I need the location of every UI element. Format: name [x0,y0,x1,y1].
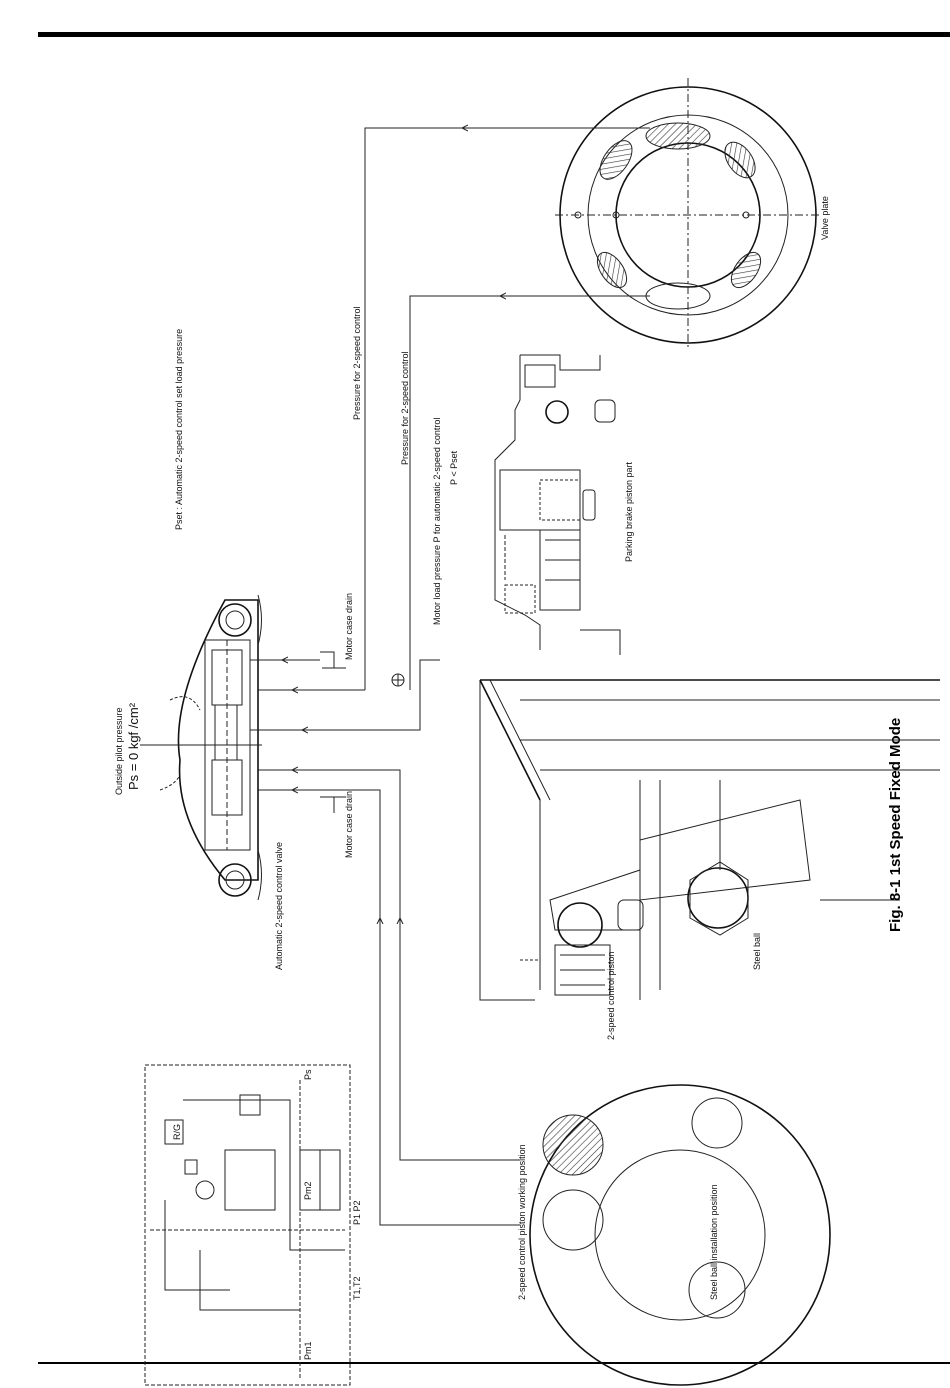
parking-brake-section [494,354,621,655]
valve-plate-label: Valve plate [820,196,830,240]
pm2-port-label: Pm2 [303,1181,313,1200]
pressure-2speed-label-b: Pressure for 2-speed control [400,351,410,465]
pressure-2speed-label-a: Pressure for 2-speed control [352,306,362,420]
figure-caption: Fig. 8-1 1st Speed Fixed Mode [887,718,904,932]
pressure-lines [364,128,650,690]
motor-cross-section [479,679,940,1001]
ps-value-label: Ps = 0 kgf /cm² [126,702,141,790]
p1p2-port-label: P1 P2 [352,1200,362,1225]
motor-load-pressure-label: Motor load pressure P for automatic 2-sp… [432,418,442,625]
valve-flow-lines [250,651,520,1226]
steel-ball-install-position-label: Steel ball installation position [709,1184,719,1300]
valve-plate [555,78,820,350]
hydraulic-schematic [144,1064,351,1386]
p-less-pset-label: P < Pset [449,450,459,485]
steel-ball-plate [529,1084,831,1386]
steel-ball-label: Steel ball [752,933,762,970]
pset-note: Pset : Automatic 2-speed control set loa… [174,329,184,530]
piston-working-position-label: 2-speed control piston working position [517,1144,527,1300]
rg-label: R/G [172,1124,182,1140]
auto-2speed-control-valve [140,594,262,901]
outside-pilot-pressure-label: Outside pilot pressure [114,707,124,795]
bottom-rule [38,1362,950,1364]
pm1-port-label: Pm1 [303,1341,313,1360]
hatched-port-icon [542,1114,604,1176]
motor-case-drain-bottom-label: Motor case drain [344,791,354,858]
motor-case-drain-top-label: Motor case drain [344,593,354,660]
ps-port-label: Ps [303,1069,313,1080]
hatched-port-icon [645,122,711,150]
control-piston-label: 2-speed control piston [606,951,616,1040]
t1t2-port-label: T1,T2 [352,1276,362,1300]
parking-brake-label: Parking brake piston part [624,461,634,562]
top-rule [38,32,950,37]
auto-valve-label: Automatic 2-speed control valve [274,842,284,970]
schematic-labels: R/G Ps Pm2 Pm1 T1,T2 P1 P2 [172,1069,362,1360]
